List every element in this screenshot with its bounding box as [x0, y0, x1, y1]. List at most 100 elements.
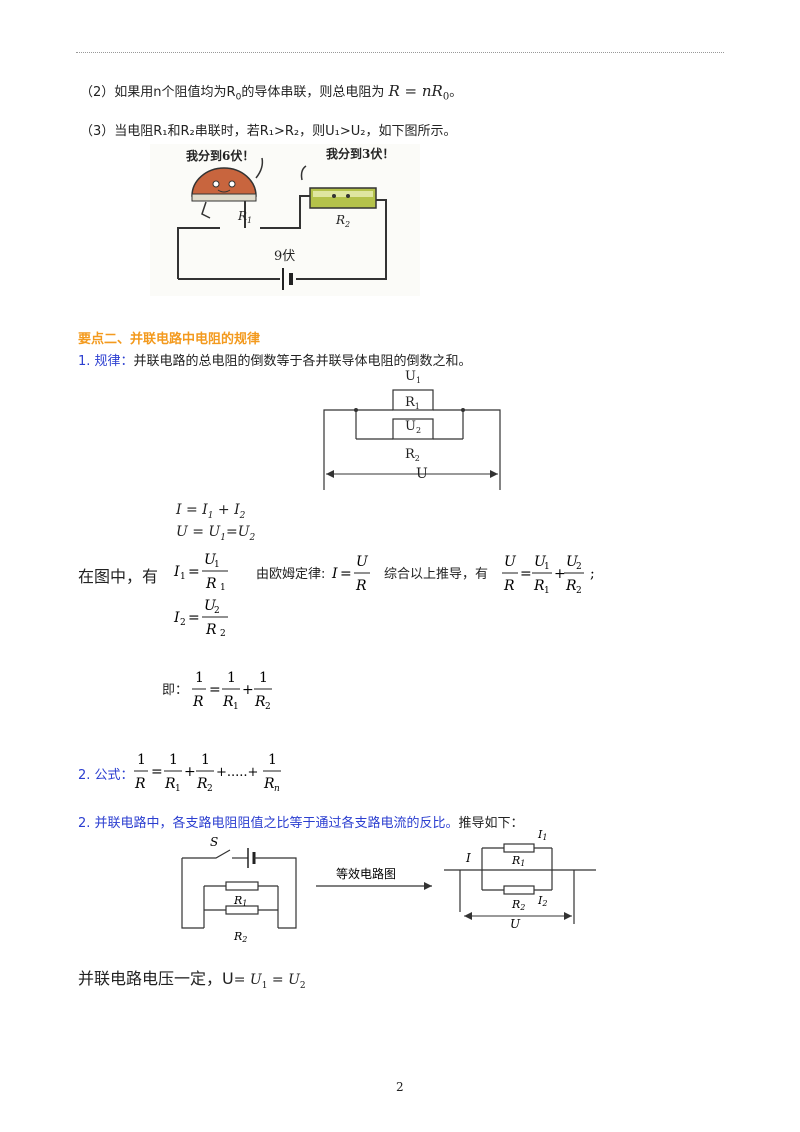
svg-text:1: 1 — [220, 583, 226, 593]
u2-label: U2 — [405, 419, 421, 435]
svg-text:2: 2 — [576, 562, 582, 572]
svg-text:I: I — [331, 566, 338, 582]
ji-label: 即： — [162, 683, 189, 698]
svg-text:U: U — [534, 554, 547, 570]
svg-text:R: R — [134, 776, 146, 792]
svg-text:1: 1 — [227, 670, 236, 686]
svg-text:+: + — [184, 764, 196, 780]
svg-text:1: 1 — [180, 572, 186, 582]
svg-text:U: U — [566, 554, 579, 570]
left-r1-label: R1 — [233, 894, 247, 908]
current-i2-label: I2 — [537, 894, 547, 908]
svg-text:R: R — [164, 776, 176, 792]
svg-text:2: 2 — [265, 702, 271, 712]
left-r1 — [225, 881, 259, 891]
svg-text:=: = — [520, 566, 532, 582]
r1-character — [191, 167, 257, 197]
arrow-label: 等效电路图 — [336, 866, 396, 881]
eq-ohm: I = U R — [331, 554, 370, 594]
header-rule — [76, 52, 724, 53]
battery-label: 9伏 — [274, 249, 295, 264]
svg-text:U: U — [204, 598, 217, 614]
r1-label: R1 — [237, 209, 252, 225]
svg-text:+: + — [242, 682, 254, 698]
current-i-label: I — [465, 851, 471, 865]
svg-text:1: 1 — [195, 670, 204, 686]
series-cartoon-figure: 9伏 R1 R2 我分到6伏！ 我分到3伏！ — [150, 144, 420, 296]
svg-text:=: = — [340, 566, 352, 582]
svg-text:2: 2 — [576, 586, 582, 596]
right-r2 — [503, 885, 535, 895]
svg-text:2: 2 — [220, 629, 226, 639]
svg-text:R: R — [254, 694, 266, 710]
equivalent-circuit-figure: S R1 R2 等效电路图 R1 R2 I I1 I2 U — [181, 828, 596, 944]
right-r1-label: R1 — [511, 854, 525, 868]
svg-text:;: ; — [590, 566, 595, 582]
svg-text:1: 1 — [544, 562, 550, 572]
rule-2-label: 2. 公式： — [78, 768, 134, 783]
u1-label: U1 — [405, 369, 421, 385]
svg-text:=: = — [188, 610, 200, 626]
rule-3: 2. 并联电路中，各支路电阻阻值之比等于通过各支路电流的反比。推导如下： — [78, 816, 524, 831]
svg-text:R: R — [355, 578, 367, 594]
svg-text:2: 2 — [180, 618, 186, 628]
bubble-3v: 我分到3伏！ — [326, 146, 394, 161]
svg-text:I: I — [173, 564, 180, 580]
svg-text:=: = — [209, 682, 221, 698]
svg-text:n: n — [274, 784, 280, 794]
right-r2-label: R2 — [511, 898, 525, 912]
ohm-law-label: 由欧姆定律: — [256, 567, 326, 582]
svg-text:1: 1 — [169, 752, 178, 768]
svg-text:1: 1 — [201, 752, 210, 768]
last-line: 并联电路电压一定，U= U1 = U2 — [78, 969, 306, 992]
svg-text:1: 1 — [259, 670, 268, 686]
r2-resistor — [392, 418, 434, 440]
item-2: （2）如果用n个阻值均为R0的导体串联，则总电阻为 R = nR0。 — [80, 82, 463, 103]
rule-1: 1. 规律：并联电路的总电阻的倒数等于各并联导体电阻的倒数之和。 — [78, 354, 472, 369]
svg-text:R: R — [503, 578, 515, 594]
svg-text:R: R — [205, 576, 217, 592]
item-3: （3）当电阻R₁和R₂串联时，若R₁>R₂，则U₁>U₂，如下图所示。 — [80, 124, 457, 139]
svg-text:1: 1 — [268, 752, 277, 768]
right-u-label: U — [510, 917, 521, 931]
svg-text:U: U — [204, 552, 217, 568]
combine-label: 综合以上推导，有 — [384, 567, 489, 582]
parallel-diagram: U1 R1 U2 R2 U — [323, 369, 501, 490]
r2-label: R2 — [405, 447, 420, 463]
eq-voltage-equal: U = U1=U2 — [176, 524, 256, 543]
svg-text:1: 1 — [214, 560, 220, 570]
svg-text:R: R — [565, 578, 577, 594]
r1-label: R1 — [405, 395, 420, 411]
r2-label: R2 — [335, 213, 350, 229]
left-r2-label: R2 — [233, 930, 247, 944]
svg-text:1: 1 — [544, 586, 550, 596]
current-i1-label: I1 — [537, 828, 547, 842]
svg-text:2: 2 — [214, 606, 220, 616]
right-r1 — [503, 843, 535, 853]
svg-text:2: 2 — [207, 784, 213, 794]
svg-text:R: R — [533, 578, 545, 594]
derivation-intro: 在图中，有 — [78, 567, 159, 586]
page-number: 2 — [396, 1080, 404, 1094]
r1-resistor — [392, 389, 434, 411]
svg-text:R: R — [192, 694, 204, 710]
svg-text:I: I — [173, 610, 180, 626]
svg-text:1: 1 — [233, 702, 239, 712]
section-title: 要点二、并联电路中电阻的规律 — [78, 332, 261, 347]
svg-text:R: R — [222, 694, 234, 710]
svg-text:=: = — [151, 764, 163, 780]
svg-text:+.....+: +.....+ — [216, 765, 258, 780]
svg-text:U: U — [504, 554, 517, 570]
svg-text:R: R — [263, 776, 275, 792]
switch-label: S — [210, 835, 218, 849]
svg-text:R: R — [205, 622, 217, 638]
svg-text:=: = — [188, 564, 200, 580]
svg-text:U: U — [356, 554, 369, 570]
svg-text:R: R — [196, 776, 208, 792]
u-label: U — [416, 466, 428, 482]
